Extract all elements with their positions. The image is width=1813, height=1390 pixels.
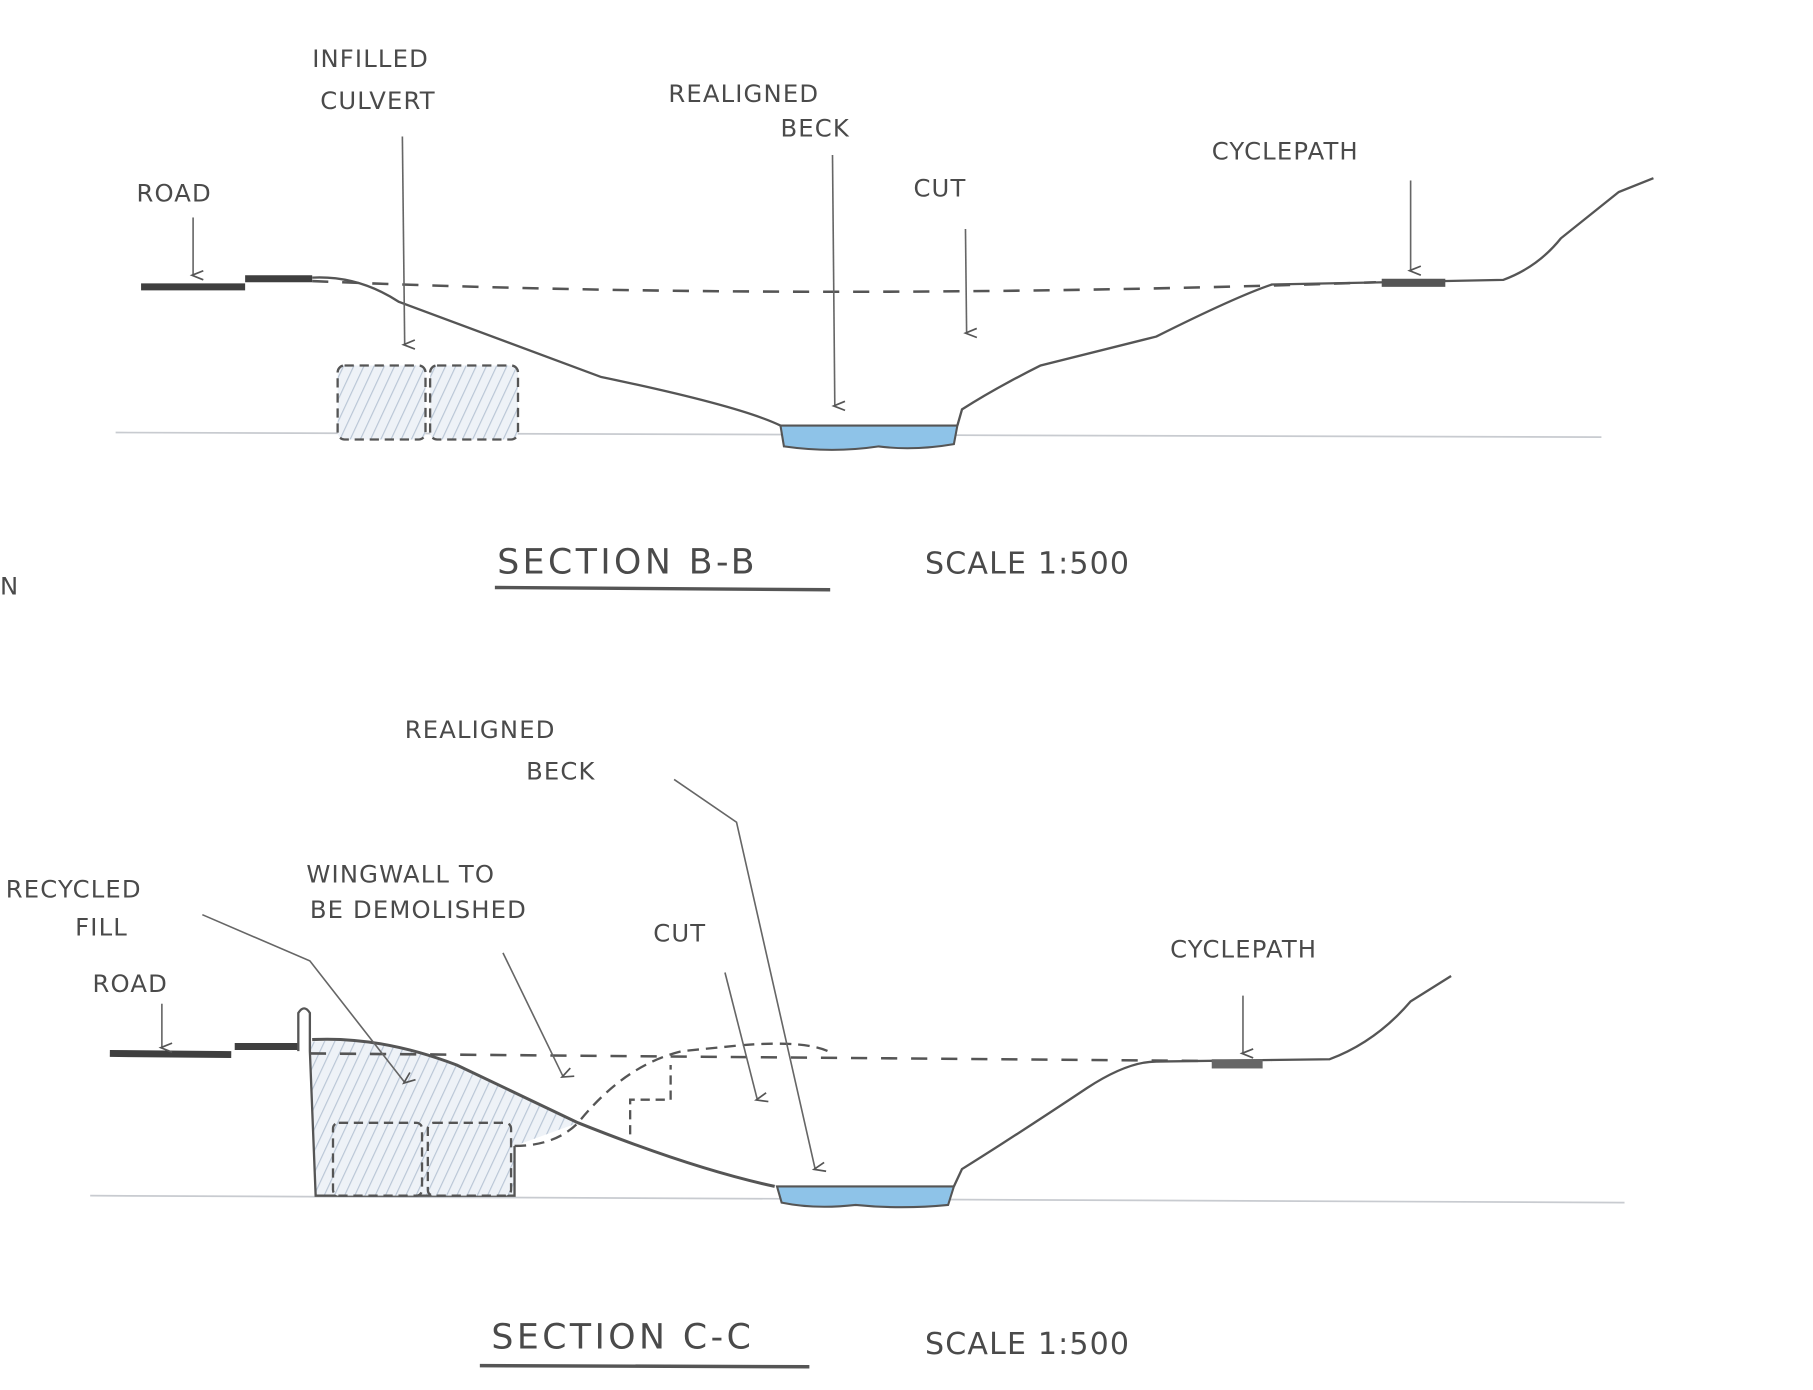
- arrow-wingwall: [502, 952, 575, 1079]
- label-cyclepath: CYCLEPATH: [1212, 137, 1359, 166]
- label-cyclepath: CYCLEPATH: [1170, 934, 1317, 963]
- arrow-culvert: [401, 136, 416, 350]
- label-cut: CUT: [653, 918, 706, 947]
- label-road: ROAD: [93, 969, 168, 998]
- beck-water: [779, 424, 959, 451]
- ground-profile-left: [312, 276, 781, 427]
- title-underline: [494, 585, 831, 592]
- arrow-beck: [673, 778, 827, 1173]
- retaining-wall: [297, 1007, 516, 1197]
- label-realigned: REALIGNED: [405, 715, 556, 744]
- label-realigned: REALIGNED: [668, 79, 819, 108]
- existing-ground-dashed: [309, 1052, 1272, 1063]
- section-title: SECTION C-C: [491, 1317, 754, 1357]
- cyclepath-surface: [1381, 278, 1446, 287]
- section-scale: SCALE 1:500: [925, 547, 1130, 582]
- arrow-beck: [831, 155, 846, 412]
- ground-profile-right: [952, 974, 1452, 1187]
- wingwall-footing: [629, 1065, 672, 1135]
- beck-water: [775, 1185, 956, 1209]
- infilled-culvert-cell: [336, 364, 427, 441]
- existing-ground-dashed: [312, 279, 1376, 294]
- ground-profile-left: [312, 1037, 776, 1188]
- infilled-culvert-cell: [428, 364, 520, 441]
- section-bb: ROAD INFILLED CULVERT REALIGNED BECK CUT…: [115, 44, 1654, 592]
- section-cc: REALIGNED BECK RECYCLED FILL WINGWALL TO…: [6, 715, 1625, 1369]
- arrow-cut: [963, 229, 978, 339]
- label-infilled: INFILLED: [312, 44, 429, 73]
- wingwall-outline: [514, 1042, 834, 1148]
- section-scale: SCALE 1:500: [925, 1327, 1130, 1362]
- culvert-cell: [331, 1121, 424, 1197]
- label-cut: CUT: [913, 174, 966, 203]
- culvert-cell: [426, 1121, 513, 1197]
- arrow-cut: [724, 972, 769, 1103]
- label-beck: BECK: [780, 114, 849, 143]
- label-wingwall: WINGWALL TO: [306, 859, 495, 888]
- label-fill: FILL: [75, 913, 128, 942]
- label-demolished: BE DEMOLISHED: [310, 895, 527, 924]
- label-recycled: RECYCLED: [6, 874, 142, 903]
- cyclepath-surface: [1211, 1059, 1263, 1069]
- label-road: ROAD: [136, 178, 211, 207]
- ground-profile-right: [956, 177, 1654, 426]
- arrow-recycled-fill: [202, 913, 416, 1085]
- label-beck: BECK: [526, 756, 595, 785]
- label-culvert: CULVERT: [320, 86, 436, 115]
- title-underline: [479, 1363, 810, 1369]
- margin-text-fragment: N: [0, 571, 19, 600]
- section-title: SECTION B-B: [497, 543, 758, 583]
- road-surface: [109, 1049, 232, 1059]
